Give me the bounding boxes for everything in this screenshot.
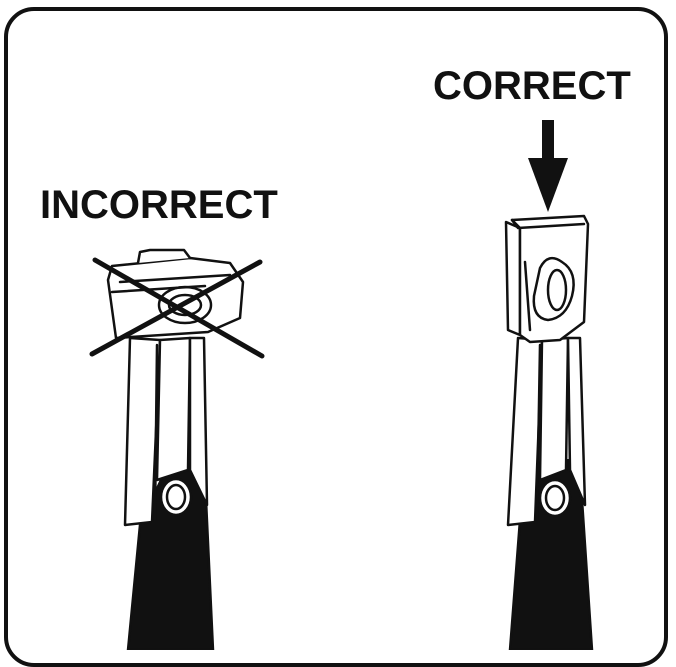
- incorrect-cross-mark: [89, 257, 265, 359]
- incorrect-label: INCORRECT: [40, 183, 278, 227]
- diagram-illustration: [89, 120, 594, 650]
- correct-wiper-blade-frame: [506, 336, 587, 527]
- incorrect-clip-adapter: [106, 248, 245, 340]
- correct-label: CORRECT: [433, 64, 631, 108]
- correct-arrow: [528, 120, 568, 212]
- correct-clip-adapter: [504, 214, 590, 344]
- incorrect-wiper-blade-frame: [123, 336, 209, 527]
